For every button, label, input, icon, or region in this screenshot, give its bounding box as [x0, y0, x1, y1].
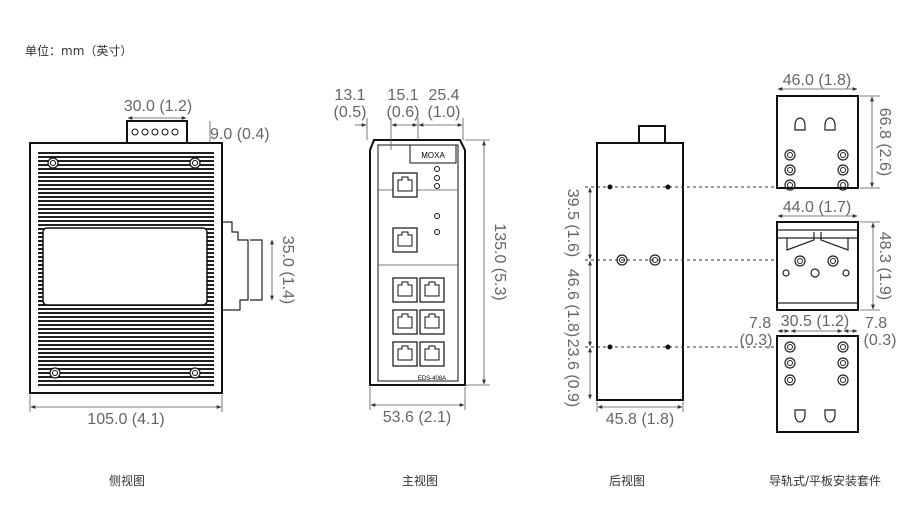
screw-icon — [47, 157, 59, 169]
caption-front-view: 主视图 — [402, 473, 438, 488]
screw-icon — [49, 367, 61, 379]
ethernet-port — [419, 277, 445, 303]
dim-right-margin-in: (0.3) — [864, 332, 897, 349]
din-kit-view: 46.0 (1.8) 66.8 (2.6) 44.0 (1.7) 48.3 (1… — [740, 72, 897, 488]
dim-rail-width: 44.0 (1.7) — [783, 199, 851, 216]
din-clip — [222, 221, 249, 311]
ethernet-port — [392, 309, 418, 335]
screw-icon — [189, 367, 201, 379]
dim-connector-width: 30.0 (1.2) — [124, 98, 192, 115]
dim-front-width: 53.6 (2.1) — [383, 409, 451, 426]
dim-connector-height: 9.0 (0.4) — [210, 126, 270, 143]
dim-front-height: 135.0 (5.3) — [491, 223, 508, 300]
dim-rail-height: 48.3 (1.9) — [876, 232, 893, 300]
ethernet-port — [419, 309, 445, 335]
dim-right: 25.4 — [428, 87, 459, 104]
caption-rear-view: 后视图 — [609, 473, 645, 488]
dim-plate-width: 46.0 (1.8) — [783, 72, 851, 89]
screw-icon — [189, 157, 201, 169]
dim-left-margin: 7.8 — [749, 315, 771, 332]
dim-rear-top: 39.5 (1.6) — [564, 189, 581, 257]
unit-label: 单位：mm（英寸） — [25, 43, 132, 58]
brand-logo: MOXA — [421, 151, 445, 160]
dim-middle: 15.1 — [387, 87, 418, 104]
dim-middle-in: (0.6) — [387, 104, 420, 121]
dim-left-offset-in: (0.5) — [334, 104, 367, 121]
dim-side-width: 105.0 (4.1) — [87, 411, 164, 428]
ethernet-port — [419, 341, 445, 367]
caption-side-view: 侧视图 — [109, 473, 145, 488]
side-view: 30.0 (1.2) 9.0 (0.4) 35.0 (1.4) 105.0 (4… — [29, 98, 296, 488]
ethernet-port — [392, 172, 418, 198]
ethernet-port — [392, 227, 418, 253]
dim-left-margin-in: (0.3) — [740, 332, 773, 349]
dim-left-offset: 13.1 — [334, 87, 365, 104]
label-window — [42, 227, 208, 306]
dim-right-in: (1.0) — [428, 104, 461, 121]
dim-right-margin: 7.8 — [865, 315, 887, 332]
dim-rear-width: 45.8 (1.8) — [606, 411, 674, 428]
caption-din-kit: 导轨式/平板安装套件 — [769, 473, 881, 488]
dim-plate-height: 66.8 (2.6) — [876, 108, 893, 176]
front-view: MOXA EDS-408A 13.1 (0.5) 15.1 (0.6) 25.4… — [334, 87, 508, 488]
dim-hole-spacing: 30.5 (1.2) — [781, 313, 849, 330]
ethernet-port — [392, 341, 418, 367]
dim-din-height: 35.0 (1.4) — [279, 236, 296, 304]
dim-rear-middle: 46.6 (1.8) — [564, 269, 581, 337]
model-label: EDS-408A — [418, 376, 446, 382]
rear-view: 39.5 (1.6) 46.6 (1.8) 23.6 (0.9) 45.8 (1… — [564, 125, 780, 488]
dim-rear-bottom: 23.6 (0.9) — [564, 339, 581, 407]
ethernet-port — [392, 277, 418, 303]
